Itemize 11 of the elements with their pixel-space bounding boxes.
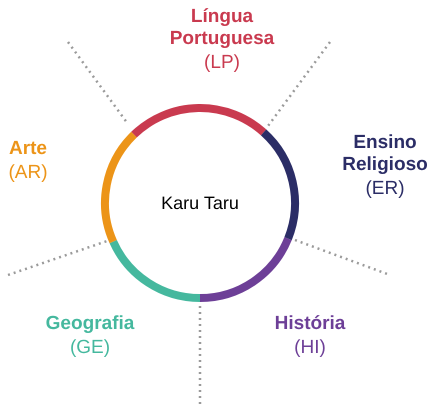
subject-name: Arte [8,138,47,160]
subject-abbreviation: (LP) [204,52,240,74]
subject-name: História [274,313,346,335]
subject-abbreviation: (HI) [294,337,326,359]
subject-name: Geografia [46,313,134,335]
subject-abbreviation: (ER) [365,178,405,200]
subject-abbreviation: (AR) [8,162,48,184]
subject-name: Língua Portuguesa [168,6,276,50]
center-label: Karu Taru [161,192,239,214]
subject-abbreviation: (GE) [70,337,110,359]
subject-name: Ensino Religioso [341,132,429,176]
